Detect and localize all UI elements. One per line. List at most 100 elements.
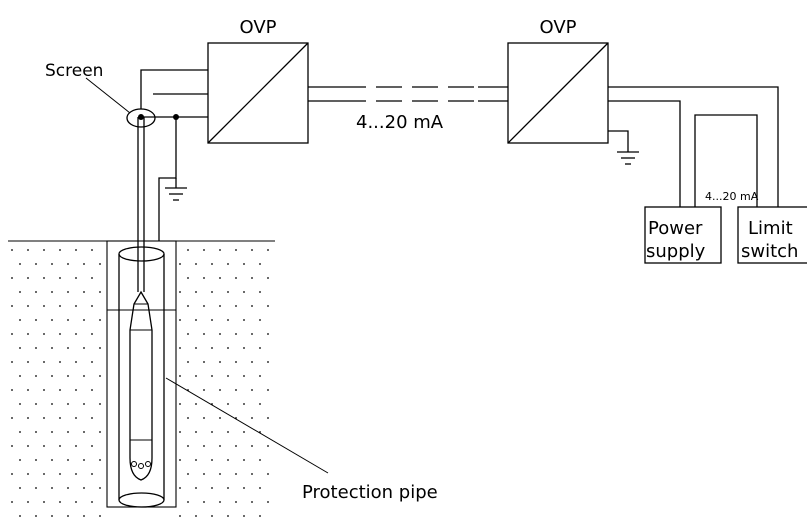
soil-dot [219,445,221,447]
soil-dot [19,459,21,461]
soil-dot [219,333,221,335]
soil-dot [35,319,37,321]
soil-dot [91,417,93,419]
soil-dot [251,389,253,391]
soil-dot [27,249,29,251]
soil-dot [187,249,189,251]
soil-dot [259,403,261,405]
soil-dot [267,389,269,391]
soil-dot [267,361,269,363]
soil-dot [19,403,21,405]
soil-dot [179,319,181,321]
soil-dot [267,249,269,251]
soil-dot [11,445,13,447]
soil-dot [43,249,45,251]
soil-dot [59,277,61,279]
soil-dot [75,361,77,363]
soil-dot [203,473,205,475]
soil-dot [179,459,181,461]
soil-dot [35,431,37,433]
soil-dot [51,487,53,489]
soil-dot [35,403,37,405]
soil-dot [227,487,229,489]
soil-dot [83,431,85,433]
soil-dot [83,375,85,377]
soil-dot [259,515,261,517]
soil-dot [35,291,37,293]
soil-dot [19,515,21,517]
soil-dot [235,249,237,251]
soil-dot [99,487,101,489]
soil-dot [99,403,101,405]
soil-dot [235,445,237,447]
ground-symbol-right [617,151,639,165]
soil-dot [43,417,45,419]
soil-dot [251,277,253,279]
soil-dot [27,361,29,363]
soil-dot [251,501,253,503]
soil-dot [67,403,69,405]
soil-dot [259,459,261,461]
soil-dot [211,291,213,293]
soil-dot [51,263,53,265]
soil-dot [59,417,61,419]
soil-dot [211,375,213,377]
soil-dot [267,305,269,307]
soil-dot [75,333,77,335]
soil-dot [251,249,253,251]
soil-dot [259,487,261,489]
soil-dot [195,459,197,461]
soil-dot [43,333,45,335]
soil-dot [27,277,29,279]
soil-dot [11,361,13,363]
screen-ground-wire [158,117,177,241]
soil-dot [35,347,37,349]
soil-dot [235,473,237,475]
soil-dot [27,445,29,447]
soil-dot [59,249,61,251]
soil-dot [75,473,77,475]
soil-dot [227,291,229,293]
soil-dot [243,375,245,377]
soil-dot [67,375,69,377]
soil-dot [195,263,197,265]
soil-dot [19,431,21,433]
soil-dot [187,473,189,475]
soil-dot [83,291,85,293]
soil-dot [219,277,221,279]
soil-dot [67,515,69,517]
soil-dot [43,473,45,475]
soil-dot [227,347,229,349]
soil-dot [235,277,237,279]
soil-dot [75,445,77,447]
soil-dot [211,319,213,321]
soil-dot [75,389,77,391]
signal-label: 4...20 mA [356,112,444,133]
soil-dot [251,445,253,447]
protection-pipe [118,246,165,508]
soil-dot [259,375,261,377]
soil-dot [219,389,221,391]
soil-dot [235,305,237,307]
soil-dot [19,375,21,377]
soil-dot [195,291,197,293]
soil-dot [267,473,269,475]
soil-dot [67,347,69,349]
soil-dot [211,431,213,433]
signal-label-small: 4...20 mA [705,190,759,203]
soil-dot [75,305,77,307]
soil-dot [243,487,245,489]
soil-dot [11,417,13,419]
soil-dot [11,277,13,279]
soil-dot [43,277,45,279]
soil-dot [51,459,53,461]
soil-dot [267,333,269,335]
soil-dot [227,403,229,405]
soil-dot [11,473,13,475]
soil-dot [43,501,45,503]
soil-dot [83,515,85,517]
soil-dot [219,305,221,307]
soil-dot [259,263,261,265]
ground-symbol-left [165,187,187,201]
